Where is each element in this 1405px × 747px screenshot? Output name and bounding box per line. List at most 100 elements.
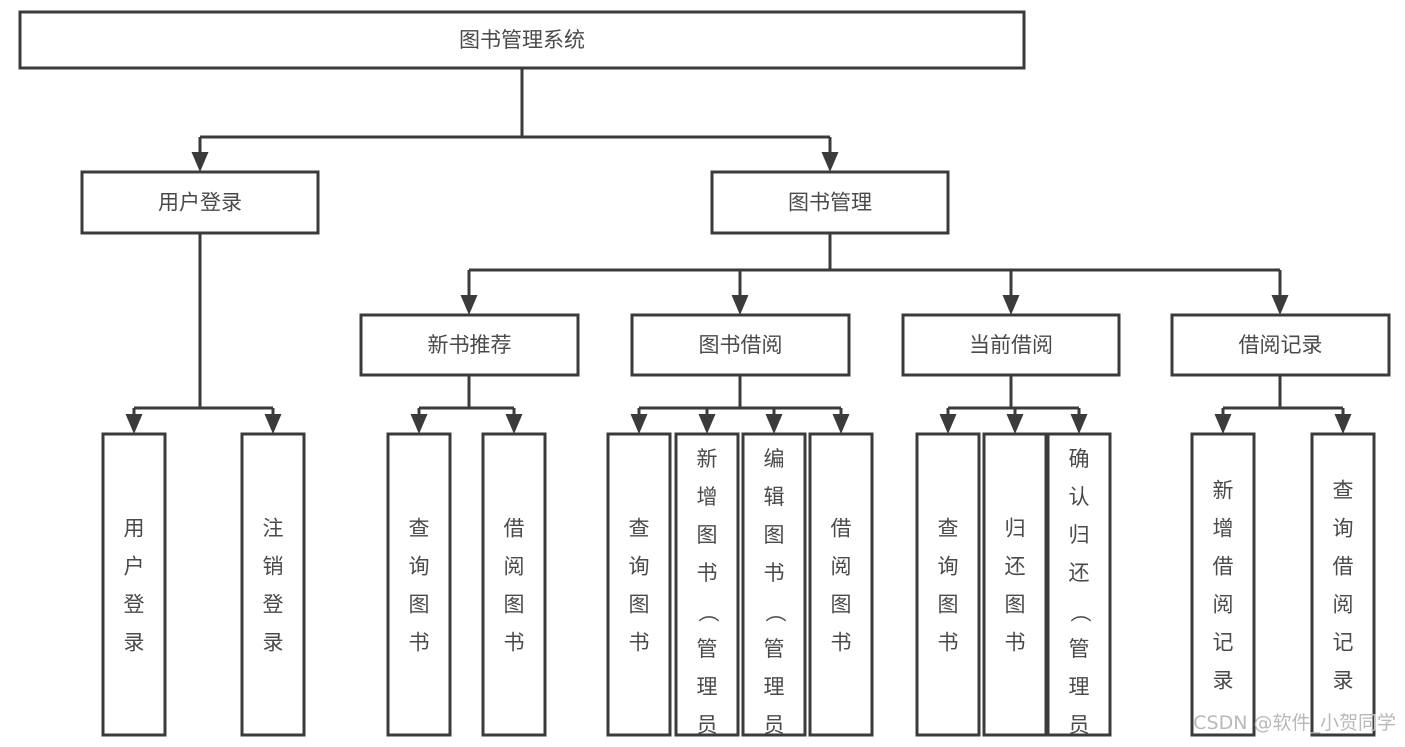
node-label-char: 书 bbox=[697, 561, 718, 585]
node-label-char: 图 bbox=[938, 593, 959, 617]
node-label-char: 图 bbox=[764, 523, 785, 547]
node-label-char: 新 bbox=[697, 447, 718, 471]
node-box[interactable] bbox=[1046, 432, 1112, 737]
node-box[interactable] bbox=[901, 313, 1121, 377]
node-label-char: 确 bbox=[1069, 447, 1090, 471]
arrow-head-icon bbox=[1214, 414, 1232, 434]
node-label-char: 图 bbox=[504, 593, 525, 617]
node-box[interactable] bbox=[982, 432, 1048, 737]
node-box[interactable] bbox=[386, 432, 452, 737]
node-box[interactable] bbox=[1170, 313, 1391, 377]
node-new-book-recommend[interactable]: 新书推荐 bbox=[359, 313, 580, 377]
arrow-head-icon bbox=[765, 414, 783, 434]
node-label-char: 图 bbox=[831, 593, 852, 617]
node-label-char: 理 bbox=[764, 675, 785, 699]
node-label-char: 查 bbox=[629, 517, 650, 541]
node-label-char: 辑 bbox=[764, 485, 785, 509]
connector-user-login bbox=[125, 233, 282, 434]
node-label-char: 查 bbox=[938, 517, 959, 541]
arrow-head-icon bbox=[832, 414, 850, 434]
node-leaf-user-login[interactable]: 用户登录 bbox=[101, 432, 167, 737]
node-current-borrow[interactable]: 当前借阅 bbox=[901, 313, 1121, 377]
csdn-watermark: CSDN @软件_小贺同学 bbox=[1193, 712, 1396, 734]
node-label-char: 录 bbox=[1333, 669, 1354, 693]
node-label-char: 图 bbox=[629, 593, 650, 617]
node-box[interactable] bbox=[808, 432, 874, 737]
arrow-head-icon bbox=[731, 295, 749, 315]
node-label-char: 户 bbox=[124, 555, 145, 579]
arrow-head-icon bbox=[939, 414, 957, 434]
arrow-head-icon bbox=[125, 414, 143, 434]
node-label-char: 阅 bbox=[831, 555, 852, 579]
node-label-char: 书 bbox=[409, 631, 430, 655]
node-box[interactable] bbox=[18, 10, 1026, 70]
node-box[interactable] bbox=[80, 170, 320, 235]
node-label-char: 录 bbox=[263, 631, 284, 655]
node-box[interactable] bbox=[1190, 432, 1256, 737]
arrow-head-icon bbox=[698, 414, 716, 434]
node-borrow-record[interactable]: 借阅记录 bbox=[1170, 313, 1391, 377]
node-box[interactable] bbox=[915, 432, 981, 737]
node-label-char: 理 bbox=[697, 675, 718, 699]
node-box[interactable] bbox=[674, 432, 740, 737]
node-box[interactable] bbox=[741, 432, 807, 737]
node-label: 新书推荐 bbox=[428, 333, 512, 357]
node-label-char: 注 bbox=[263, 517, 284, 541]
node-label-char: 书 bbox=[938, 631, 959, 655]
node-label-char: 询 bbox=[409, 555, 430, 579]
node-label-char: 询 bbox=[938, 555, 959, 579]
node-label: 图书管理系统 bbox=[459, 28, 585, 52]
arrow-head-icon bbox=[1271, 295, 1289, 315]
node-box[interactable] bbox=[606, 432, 672, 737]
node-label-char: 增 bbox=[697, 485, 718, 509]
node-label: 图书借阅 bbox=[699, 333, 783, 357]
node-box[interactable] bbox=[240, 432, 306, 737]
node-label: 图书管理 bbox=[788, 191, 872, 215]
node-label-char: 归 bbox=[1005, 517, 1026, 541]
node-label-char: 记 bbox=[1333, 631, 1354, 655]
node-label-char: 阅 bbox=[1333, 593, 1354, 617]
node-label: 借阅记录 bbox=[1239, 333, 1323, 357]
node-label-char: （ bbox=[696, 602, 720, 623]
node-box[interactable] bbox=[481, 432, 547, 737]
node-label-char: 管 bbox=[697, 637, 718, 661]
arrow-head-icon bbox=[191, 152, 209, 172]
connector-book-borrow bbox=[630, 375, 850, 434]
node-label-char: 书 bbox=[764, 561, 785, 585]
node-root[interactable]: 图书管理系统 bbox=[18, 10, 1026, 70]
node-book-borrow[interactable]: 图书借阅 bbox=[630, 313, 851, 377]
node-label-char: 归 bbox=[1069, 523, 1090, 547]
arrow-head-icon bbox=[1006, 414, 1024, 434]
node-label-char: 登 bbox=[124, 593, 145, 617]
node-label-char: 理 bbox=[1069, 675, 1090, 699]
node-label-char: （ bbox=[1068, 602, 1092, 623]
node-box[interactable] bbox=[101, 432, 167, 737]
node-label-char: 管 bbox=[764, 637, 785, 661]
node-book-management[interactable]: 图书管理 bbox=[710, 170, 950, 235]
arrow-head-icon bbox=[410, 414, 428, 434]
node-label-char: 图 bbox=[409, 593, 430, 617]
node-box[interactable] bbox=[630, 313, 851, 377]
node-user-login[interactable]: 用户登录 bbox=[80, 170, 320, 235]
node-box[interactable] bbox=[710, 170, 950, 235]
node-box[interactable] bbox=[359, 313, 580, 377]
connector-borrow-record bbox=[1214, 375, 1352, 434]
node-box[interactable] bbox=[1310, 432, 1376, 737]
node-label-char: 员 bbox=[697, 713, 718, 737]
node-label-char: 查 bbox=[409, 517, 430, 541]
node-label-char: 增 bbox=[1213, 517, 1234, 541]
